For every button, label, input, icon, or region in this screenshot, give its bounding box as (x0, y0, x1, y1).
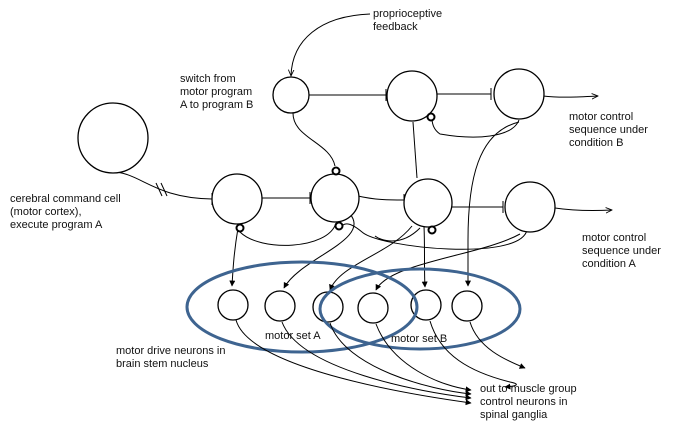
program-a-cell-4 (504, 181, 556, 233)
a3-to-m3 (329, 225, 413, 291)
condition-a-output-arrow (554, 208, 612, 211)
m6-output (469, 321, 526, 369)
motor-drive-neuron-2 (264, 290, 296, 322)
m3-output (329, 322, 472, 397)
break-mark-2 (160, 182, 168, 197)
a3-to-m5 (421, 225, 428, 288)
switch-cell (272, 76, 310, 114)
proprioceptive-feedback-arrow (291, 13, 371, 76)
program-b-cell-2 (493, 68, 545, 120)
motor-drive-neuron-6 (451, 290, 483, 322)
b2-feedback-curve (431, 117, 520, 138)
m2-output (281, 321, 472, 401)
motor-set-a-ellipse (185, 260, 419, 354)
motor-drive-neuron-4 (357, 292, 389, 324)
switch-to-a2-curve (292, 111, 336, 167)
program-b-cell-1 (386, 70, 438, 122)
a3-back-loop (374, 227, 421, 242)
a1-to-m1 (229, 227, 239, 287)
cerebral-command-label: cerebral command cell(motor cortex),exec… (10, 193, 121, 231)
b2-to-m6 (465, 121, 520, 287)
condition-b-output-arrow (542, 96, 598, 97)
m4-output (375, 323, 472, 393)
inhibitory-synapse-a2-top (331, 166, 341, 176)
m1-output (235, 319, 472, 406)
a2-back-loop (239, 222, 337, 246)
program-a-cell-2 (310, 173, 360, 223)
motor-drive-neuron-3 (312, 291, 344, 323)
program-a-cell-1 (211, 173, 263, 225)
motor-set-b-label: motor set B (391, 333, 448, 345)
a4-back-loop (339, 223, 528, 250)
program-a-cell-3 (403, 178, 453, 228)
m5-output (429, 320, 517, 390)
motor-set-a-label: motor set A (265, 330, 321, 342)
motor-drive-neuron-5 (410, 289, 442, 321)
a2-to-m2 (283, 213, 355, 289)
inhibitory-synapse-a3 (427, 225, 437, 235)
b1-to-a3-line (412, 121, 418, 179)
motor-drive-neuron-1 (217, 289, 249, 321)
inhibitory-synapse-a2-bottom (334, 221, 344, 231)
a2-to-a3-line (357, 195, 405, 201)
cerebral-to-a1-curve (107, 171, 213, 200)
motor-set-b-ellipse (318, 267, 522, 351)
cerebral-command-cell (77, 102, 149, 174)
break-mark-1 (155, 182, 163, 197)
inhibitory-synapse-b1 (426, 112, 436, 122)
a4-to-m4 (375, 233, 521, 291)
inhibitory-synapse-a1 (235, 223, 245, 233)
